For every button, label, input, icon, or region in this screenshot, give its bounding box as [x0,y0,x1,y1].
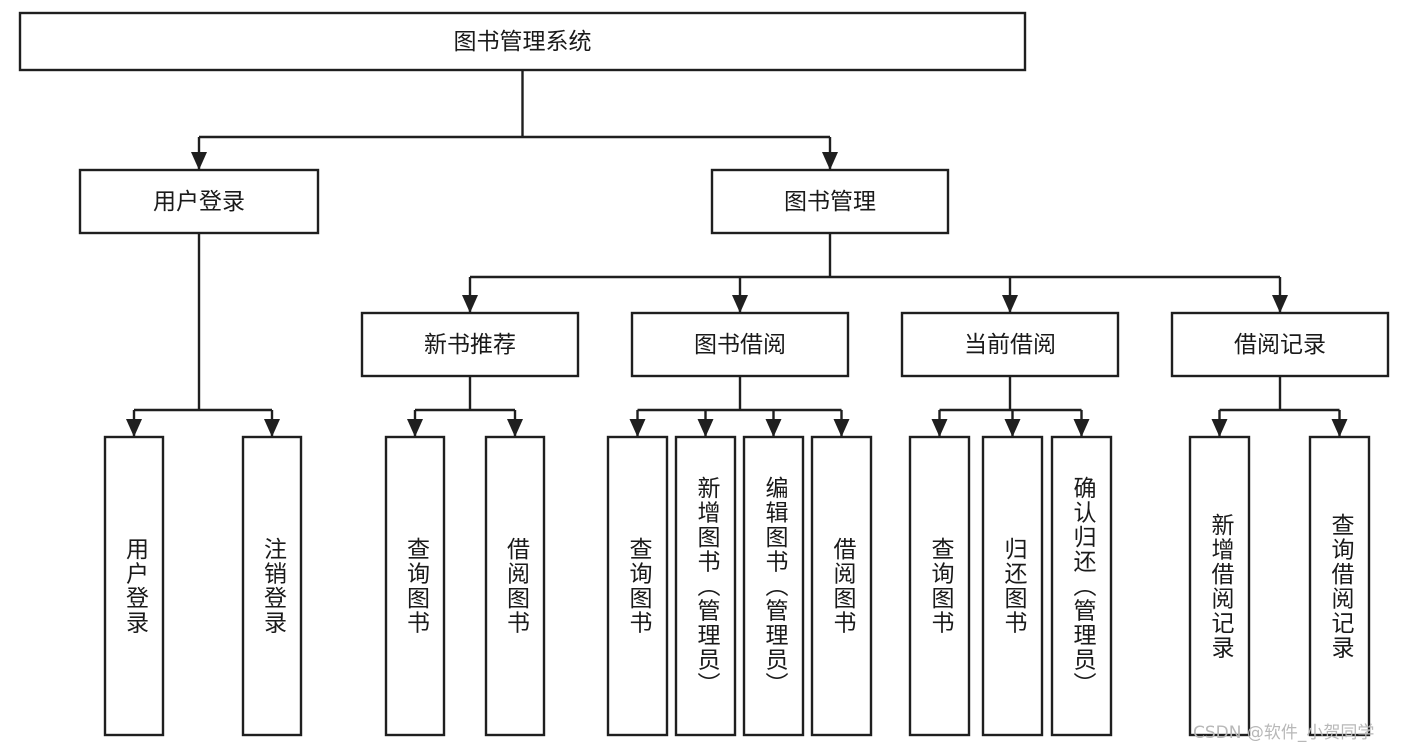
root-label-0: 图书管理系统 [454,29,592,55]
root-box-0[interactable] [18,11,1027,72]
level3-box-2[interactable] [900,311,1120,378]
arrow-level2-1 [822,152,838,170]
leaf-box-2[interactable] [384,435,446,737]
level3-label-3: 借阅记录 [1234,332,1326,358]
arrow-level3-1 [732,295,748,313]
level2-label-0: 用户登录 [153,189,245,215]
arrow-leaf-3-0 [931,419,948,437]
arrow-leaf-2-1 [697,419,714,437]
arrow-leaf-0-1 [264,419,280,437]
arrow-leaf-3-2 [1073,419,1090,437]
leaf-box-0[interactable] [103,435,165,737]
node-box-layer [18,11,1390,737]
level3-label-2: 当前借阅 [964,332,1056,358]
leaf-box-3[interactable] [484,435,546,737]
arrow-leaf-4-1 [1331,419,1348,437]
arrow-level2-0 [191,152,207,170]
level3-box-0[interactable] [360,311,580,378]
csdn-watermark: CSDN @软件_小贺同学 [1193,723,1375,743]
leaf-box-7[interactable] [810,435,873,737]
arrow-level3-0 [462,295,478,313]
level2-label-1: 图书管理 [784,189,876,215]
arrow-leaf-2-0 [629,419,646,437]
leaf-box-5[interactable] [674,435,737,737]
level2-box-0[interactable] [78,168,320,235]
leaf-box-10[interactable] [1050,435,1113,737]
arrow-level3-3 [1272,295,1288,313]
arrow-level3-2 [1002,295,1018,313]
level3-label-1: 图书借阅 [694,332,786,358]
leaf-box-12[interactable] [1308,435,1371,737]
arrow-leaf-2-2 [765,419,782,437]
leaf-box-4[interactable] [606,435,669,737]
level3-label-0: 新书推荐 [424,332,516,358]
connector-layer [126,70,1348,437]
arrow-leaf-1-1 [507,419,523,437]
level3-box-1[interactable] [630,311,850,378]
arrow-leaf-0-0 [126,419,142,437]
leaf-box-11[interactable] [1188,435,1251,737]
arrow-leaf-2-3 [833,419,850,437]
leaf-box-8[interactable] [908,435,971,737]
leaf-box-1[interactable] [241,435,303,737]
arrow-leaf-4-0 [1211,419,1228,437]
level3-box-3[interactable] [1170,311,1390,378]
leaf-box-6[interactable] [742,435,805,737]
arrow-leaf-1-0 [407,419,423,437]
leaf-box-9[interactable] [981,435,1044,737]
level2-box-1[interactable] [710,168,950,235]
arrow-leaf-3-1 [1004,419,1021,437]
